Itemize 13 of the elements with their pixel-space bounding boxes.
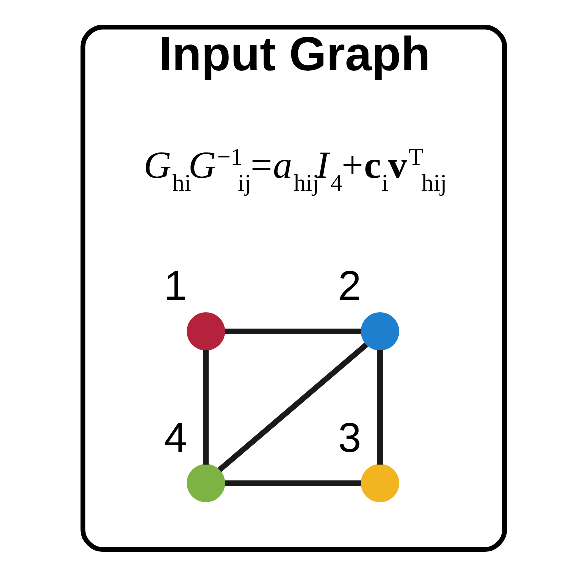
node-circle [361, 464, 400, 503]
connector [225, 480, 362, 486]
node-circle [361, 312, 400, 351]
connector [225, 328, 362, 334]
node-label: 1 [164, 262, 188, 310]
node-circle [186, 312, 226, 351]
node-label: 2 [338, 262, 362, 310]
connector [377, 350, 384, 465]
connector [218, 342, 368, 472]
node-label: 3 [338, 414, 362, 461]
node-circle [186, 464, 226, 503]
node-label: 4 [164, 414, 188, 461]
connector [203, 350, 209, 465]
